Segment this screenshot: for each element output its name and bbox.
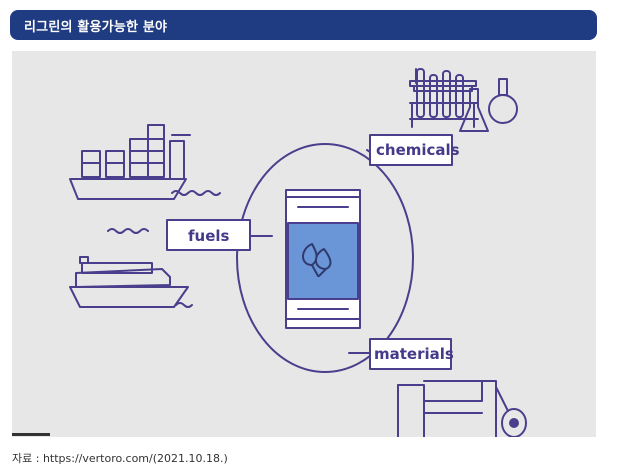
water-waves-icon (107, 190, 221, 234)
chemicals-label-box: chemicals (369, 134, 460, 166)
source-caption: 자료 : https://vertoro.com/(2021.10.18.) (12, 452, 228, 465)
barrel-leaf-icon (285, 189, 361, 329)
page-title: 리그린의 활용가능한 분야 (24, 20, 168, 35)
cargo-ship-icon (69, 124, 191, 200)
chemicals-label: chemicals (376, 141, 460, 159)
fuels-label-box: fuels (166, 219, 251, 251)
video-progress-strip (12, 433, 50, 436)
cruise-ship-icon (69, 256, 193, 308)
materials-label: materials (374, 345, 454, 363)
central-oval (236, 143, 414, 373)
materials-label-box: materials (369, 338, 454, 370)
tennis-racket-icon (495, 386, 527, 437)
lab-glassware-icon (409, 68, 518, 132)
diagram-figure: chemicals fuels materials (12, 51, 596, 437)
header-bar: 리그린의 활용가능한 분야 (10, 10, 597, 40)
armchair-icon (397, 380, 497, 437)
fuels-label: fuels (188, 227, 230, 245)
